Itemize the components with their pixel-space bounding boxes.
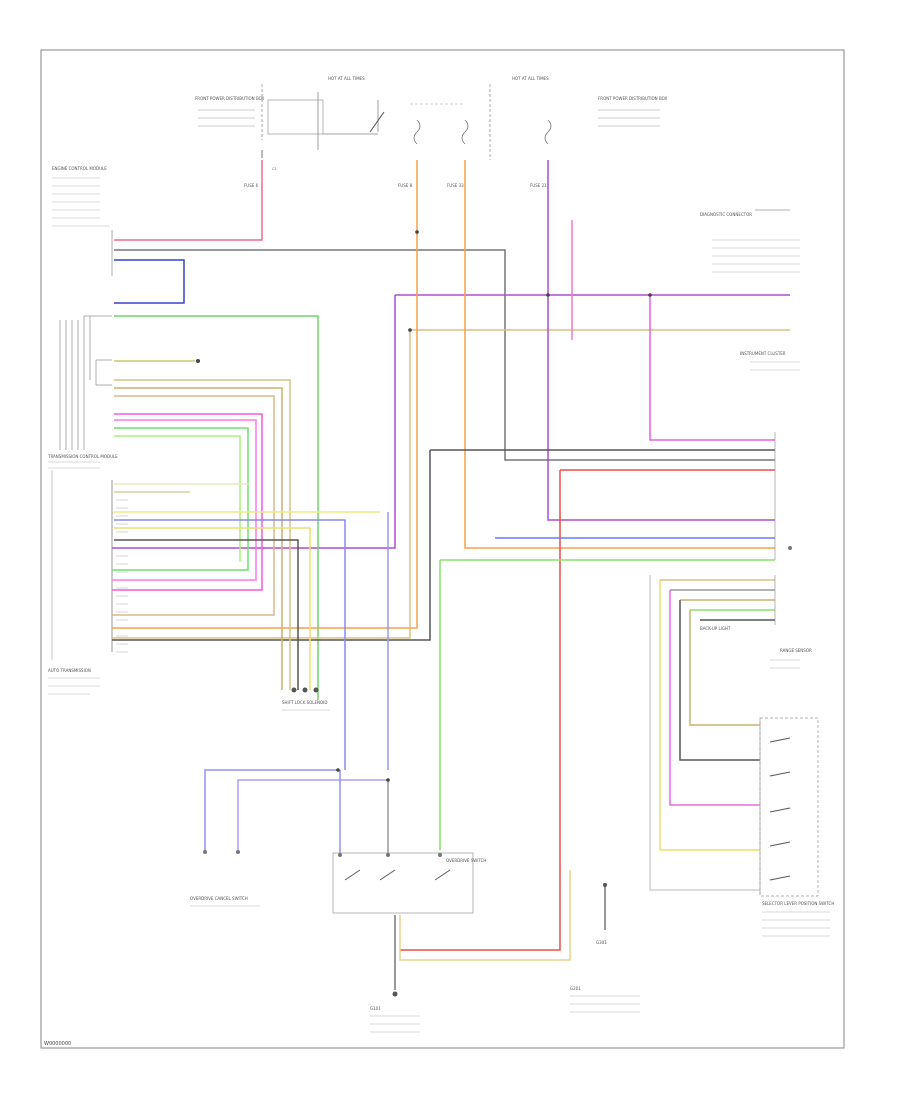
wire-green-a (114, 315, 319, 700)
svg-text:FRONT POWER DISTRIBUTION BOX: FRONT POWER DISTRIBUTION BOX (195, 96, 265, 101)
wire-tcm-green2 (114, 435, 241, 562)
overdrive-switch: OVERDRIVE SWITCH (332, 852, 486, 914)
svg-text:FUSE 6: FUSE 6 (244, 183, 259, 188)
right-label-lines (712, 239, 800, 669)
svg-text:SHIFT LOCK SOLENOID: SHIFT LOCK SOLENOID (282, 700, 327, 705)
wire-tcm-black (114, 539, 299, 690)
svg-text:G201: G201 (570, 986, 581, 991)
svg-text:OVERDRIVE SWITCH: OVERDRIVE SWITCH (446, 858, 486, 863)
wire-orange-b (464, 160, 775, 549)
wire-pink-right (649, 295, 775, 441)
fuse-mid-a: FUSE 8 (398, 119, 421, 188)
svg-text:AUTO TRANSMISSION: AUTO TRANSMISSION (48, 668, 91, 673)
left-relay: FRONT POWER DISTRIBUTION BOX (195, 92, 385, 150)
backup-light: BACK-UP LIGHT (700, 546, 792, 631)
shift-lock-connector: SHIFT LOCK SOLENOID (282, 687, 330, 711)
svg-text:G101: G101 (370, 1006, 381, 1011)
wire-purple-b (112, 295, 396, 549)
svg-text:OVERDRIVE CANCEL SWITCH: OVERDRIVE CANCEL SWITCH (190, 896, 248, 901)
right-relay: FRONT POWER DISTRIBUTION BOX (598, 96, 668, 127)
tcm-connector: TRANSMISSION CONTROL MODULE AUTO TRANSMI… (47, 454, 118, 695)
left-module-label: ENGINE CONTROL MODULE (52, 166, 110, 227)
wire-tcm-tan2 (114, 387, 283, 690)
wire-shiftlock-b (237, 779, 388, 850)
svg-text:FUSE 8: FUSE 8 (398, 183, 413, 188)
wire-tcm-yellow (114, 527, 311, 690)
overdrive-cancel: OVERDRIVE CANCEL SWITCH (190, 850, 260, 907)
wire-tcm-tan1 (114, 379, 291, 690)
wire-orange-a (112, 160, 418, 629)
svg-text:SELECTOR LEVER POSITION SWITCH: SELECTOR LEVER POSITION SWITCH (762, 901, 834, 906)
footer-code: W0000000 (44, 1041, 71, 1047)
svg-text:BACK-UP LIGHT: BACK-UP LIGHT (700, 626, 731, 631)
svg-text:FUSE 21: FUSE 21 (530, 183, 547, 188)
svg-text:FUSE 33: FUSE 33 (447, 183, 464, 188)
wire-red-bottom (400, 470, 561, 951)
wire-tcm-magenta1 (112, 413, 263, 591)
fuse-right: FUSE 21 (530, 119, 552, 188)
right-mid-label: INSTRUMENT CLUSTER (740, 351, 786, 356)
wire-shiftlock-a (204, 769, 338, 850)
header-left: HOT AT ALL TIMES (328, 76, 365, 81)
selector-switch: SELECTOR LEVER POSITION SWITCH (759, 717, 834, 937)
wires (112, 160, 790, 990)
wire-magenta-a (547, 160, 775, 521)
svg-text:G301: G301 (596, 940, 607, 945)
svg-text:C1: C1 (272, 167, 277, 171)
svg-text:FRONT POWER DISTRIBUTION BOX: FRONT POWER DISTRIBUTION BOX (598, 96, 668, 101)
wire-tcm-tan3 (112, 395, 275, 616)
tcm-pin-ticks (116, 483, 128, 653)
wire-tcm-green1 (112, 427, 249, 571)
ground-b: G201 (570, 986, 640, 1013)
fuse-left: FUSE 6 C1 (244, 150, 277, 188)
diagram-frame (40, 49, 845, 1049)
splices (196, 230, 652, 782)
svg-text:ENGINE CONTROL MODULE: ENGINE CONTROL MODULE (52, 166, 107, 171)
wire-pink-a (114, 160, 263, 241)
wire-tcm-magenta2 (112, 419, 257, 581)
wire-bottom-tan (399, 870, 571, 961)
right-top-label: DIAGNOSTIC CONNECTOR (700, 212, 752, 217)
wire-tcm-blue (114, 519, 346, 770)
range-sensor-label: RANGE SENSOR (780, 648, 812, 653)
ground-a: G101 (370, 991, 420, 1033)
svg-text:TRANSMISSION CONTROL MODULE: TRANSMISSION CONTROL MODULE (47, 454, 118, 459)
wire-gray-a (114, 249, 775, 461)
fuse-mid-b: FUSE 33 (447, 119, 469, 188)
left-connector-stubs (59, 230, 113, 450)
ground-c: G301 (596, 883, 607, 945)
wire-blue-loop (114, 259, 185, 304)
header-right: HOT AT ALL TIMES (512, 76, 549, 81)
wire-tan-b (112, 330, 411, 639)
